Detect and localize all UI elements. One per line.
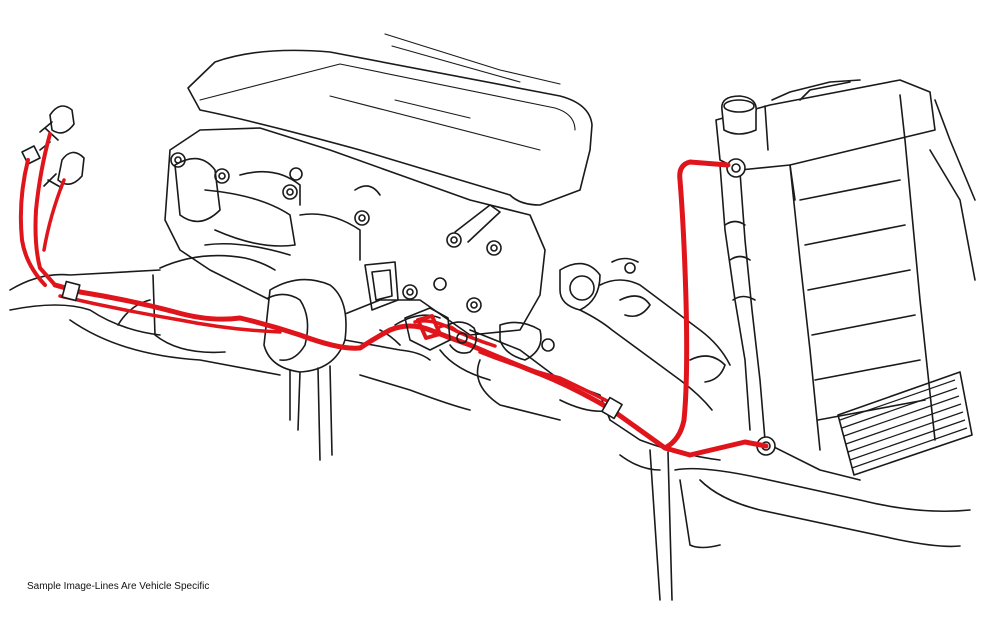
engine-block	[164, 33, 611, 421]
frame-rails	[9, 269, 971, 601]
radiator-fins	[837, 371, 973, 476]
fluid-line-branch-upper	[33, 132, 57, 287]
junction-fitting	[404, 307, 478, 354]
valve-cover	[187, 49, 593, 206]
radiator-hose	[579, 257, 731, 411]
fluid-line-riser	[662, 159, 731, 451]
sensor-plugs	[21, 105, 85, 189]
intake-manifold	[164, 127, 546, 336]
fluid-line-branch-lower	[18, 158, 47, 287]
filter-canister	[117, 254, 347, 461]
caption-text: Sample Image-Lines Are Vehicle Specific	[27, 581, 210, 592]
fluid-lines	[18, 132, 769, 458]
bolt-icons	[170, 152, 555, 352]
fluid-line-main	[52, 282, 769, 458]
radiator	[715, 79, 976, 481]
